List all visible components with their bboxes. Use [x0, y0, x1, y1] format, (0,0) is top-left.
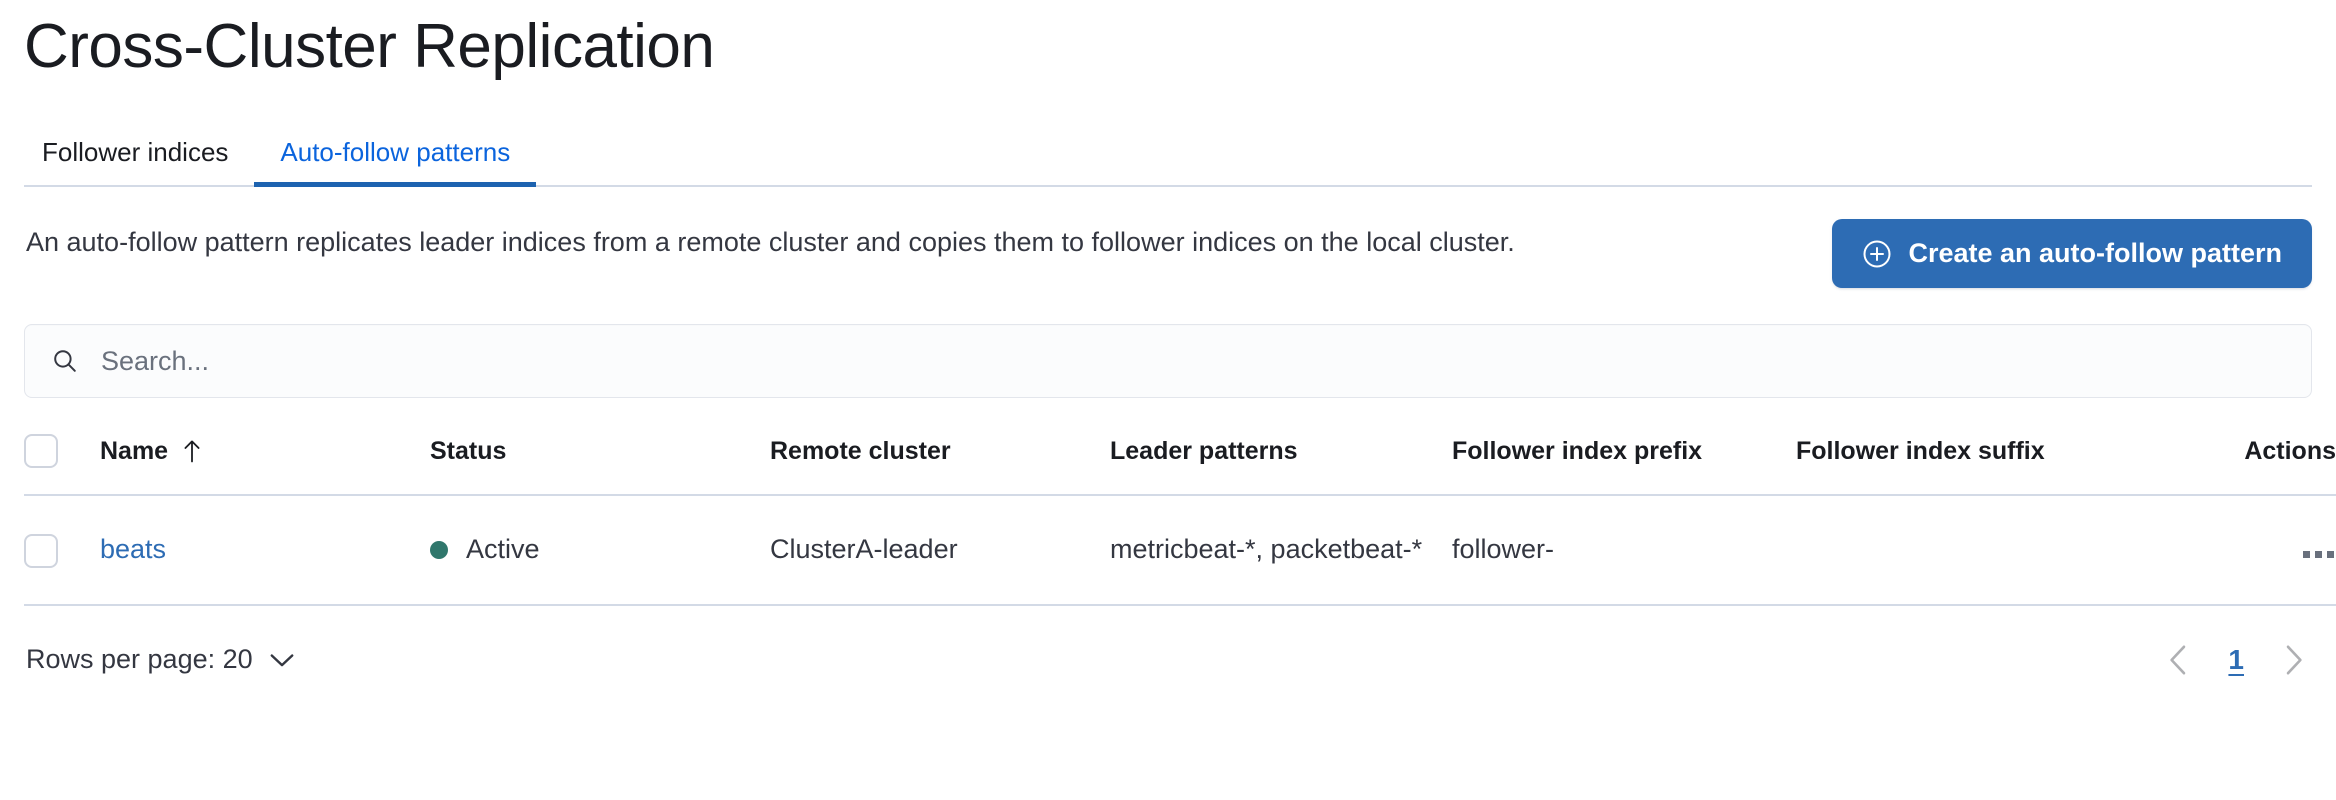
- col-follower-index-suffix[interactable]: Follower index suffix: [1796, 428, 2146, 497]
- table-header-row: Name Status Remote cluster Leader patter…: [24, 428, 2336, 497]
- col-remote-cluster[interactable]: Remote cluster: [770, 428, 1110, 497]
- description-row: An auto-follow pattern replicates leader…: [24, 219, 2312, 289]
- search-bar[interactable]: [24, 324, 2312, 399]
- row-select-cell: [24, 495, 100, 606]
- table-footer: Rows per page: 20 1: [24, 640, 2312, 680]
- rows-per-page-select[interactable]: Rows per page: 20: [24, 644, 297, 675]
- auto-follow-patterns-table: Name Status Remote cluster Leader patter…: [24, 428, 2336, 606]
- cell-follower-index-prefix: follower-: [1452, 495, 1796, 606]
- pagination-prev-button[interactable]: [2160, 640, 2196, 680]
- tab-auto-follow-patterns[interactable]: Auto-follow patterns: [254, 139, 537, 188]
- cell-actions: [2146, 495, 2336, 606]
- table-header: Name Status Remote cluster Leader patter…: [24, 428, 2336, 497]
- cell-follower-index-suffix: [1796, 495, 2146, 606]
- row-checkbox[interactable]: [24, 534, 58, 569]
- pagination: 1: [2160, 640, 2312, 680]
- name-sort-control[interactable]: Name: [100, 437, 202, 466]
- cell-leader-patterns: metricbeat-*, packetbeat-*: [1110, 495, 1452, 606]
- row-actions-button[interactable]: [2301, 545, 2336, 564]
- rows-per-page-label: Rows per page: 20: [26, 644, 253, 675]
- page-title: Cross-Cluster Replication: [24, 12, 715, 81]
- search-input[interactable]: [101, 345, 2285, 377]
- cell-remote-cluster: ClusterA-leader: [770, 495, 1110, 606]
- chevron-down-icon: [270, 654, 294, 667]
- col-follower-index-prefix[interactable]: Follower index prefix: [1452, 428, 1796, 497]
- col-select-all: [24, 428, 100, 497]
- description-text: An auto-follow pattern replicates leader…: [26, 227, 1515, 258]
- create-auto-follow-pattern-button[interactable]: Create an auto-follow pattern: [1832, 219, 2312, 289]
- pagination-next-button[interactable]: [2276, 640, 2312, 680]
- ellipsis-horizontal-icon: [2315, 551, 2322, 559]
- ellipsis-horizontal-icon: [2303, 551, 2310, 559]
- pattern-name-link[interactable]: beats: [100, 534, 167, 565]
- status-badge: Active: [430, 530, 540, 569]
- select-all-checkbox[interactable]: [24, 434, 58, 469]
- chevron-left-icon: [2170, 645, 2186, 675]
- col-actions: Actions: [2146, 428, 2336, 497]
- ellipsis-horizontal-icon: [2327, 551, 2334, 559]
- chevron-right-icon: [2286, 645, 2302, 675]
- cell-name: beats: [100, 495, 430, 606]
- pagination-page-1[interactable]: 1: [2220, 644, 2252, 676]
- table-row: beats Active ClusterA-leader metricbeat-…: [24, 495, 2336, 606]
- arrow-up-icon: [184, 440, 200, 463]
- tab-follower-indices[interactable]: Follower indices: [24, 139, 254, 185]
- col-name[interactable]: Name: [100, 428, 430, 497]
- col-status[interactable]: Status: [430, 428, 770, 497]
- create-button-label: Create an auto-follow pattern: [1908, 238, 2282, 269]
- col-name-label: Name: [100, 436, 169, 465]
- plus-in-circle-icon: [1863, 240, 1891, 268]
- col-leader-patterns[interactable]: Leader patterns: [1110, 428, 1452, 497]
- search-icon: [54, 350, 76, 372]
- table-body: beats Active ClusterA-leader metricbeat-…: [24, 495, 2336, 606]
- status-label: Active: [466, 534, 540, 565]
- status-dot-icon: [430, 540, 448, 559]
- cell-status: Active: [430, 495, 770, 606]
- tab-bar: Follower indices Auto-follow patterns: [24, 123, 2312, 188]
